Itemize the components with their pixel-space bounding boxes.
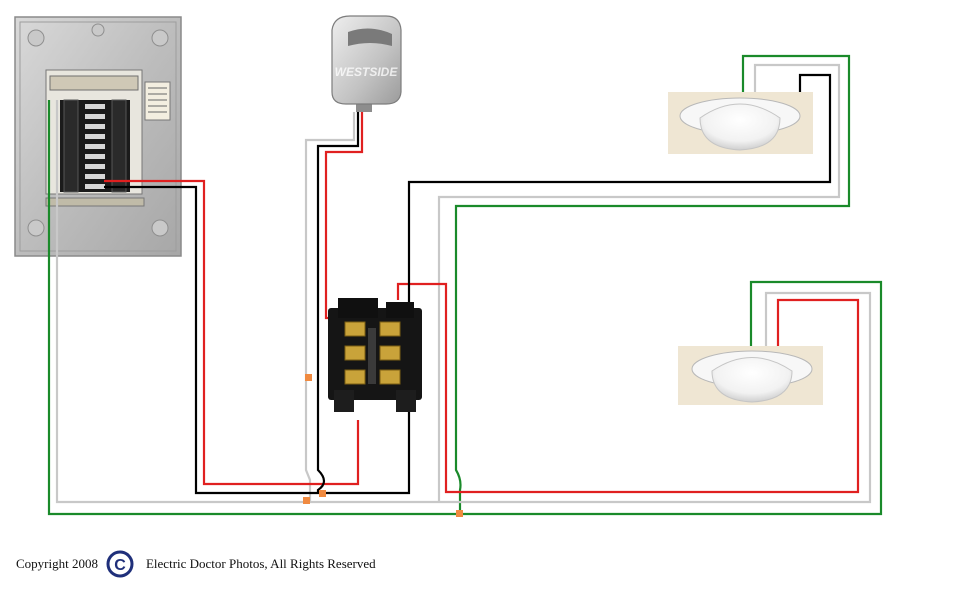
contactor [328, 298, 422, 412]
black-wire-panel [104, 73, 832, 495]
black-wire-photocell [316, 112, 360, 493]
light-fixture-bottom [678, 346, 823, 405]
copyright-symbol: C [114, 557, 126, 574]
neutral-wire-top-light [437, 63, 841, 502]
photocell-label: WESTSIDE [335, 65, 399, 79]
neutral-wire-main [55, 100, 872, 504]
wire-nut [319, 490, 326, 497]
breaker-panel [14, 16, 182, 257]
copyright-text: Copyright 2008 [16, 556, 98, 571]
hot-wire-panel [104, 179, 360, 486]
ground-wire-main [47, 100, 883, 516]
wire-nut [456, 510, 463, 517]
light-fixture-top [668, 92, 813, 154]
wire-nut [303, 497, 310, 504]
hot-wire-photocell [324, 112, 364, 320]
copyright-footer: Copyright 2008 C Electric Doctor Photos,… [16, 548, 376, 580]
copyright-owner: Electric Doctor Photos, All Rights Reser… [145, 556, 376, 571]
copyright-icon: C [106, 550, 134, 578]
photocell: WESTSIDE [331, 15, 402, 112]
ground-wire-top-light [454, 54, 851, 514]
wire-nut [305, 374, 312, 381]
hot-wire-contactor-out [396, 282, 860, 494]
